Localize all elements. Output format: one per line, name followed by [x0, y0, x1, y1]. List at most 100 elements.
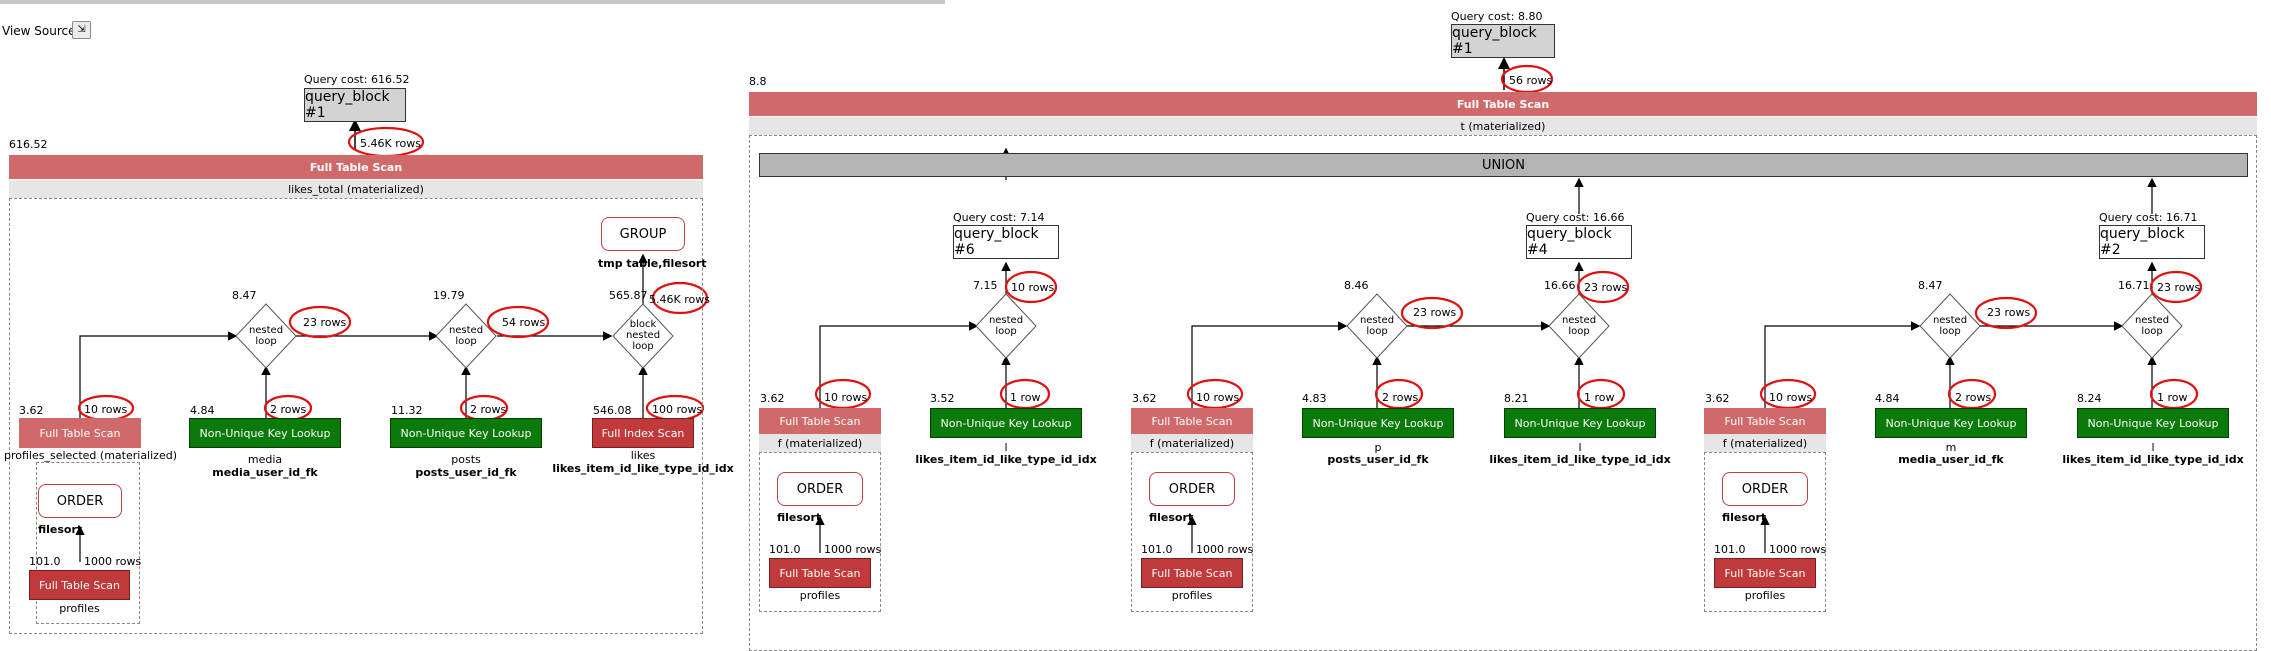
row-count: 23 rows [2157, 281, 2201, 294]
group-operation[interactable]: GROUP [601, 217, 685, 251]
table-label: p [1374, 441, 1382, 454]
row-count: 5.46K rows [360, 137, 421, 150]
union-operation[interactable]: UNION [759, 153, 2248, 177]
full-table-scan-op[interactable]: Full Table Scan [29, 570, 130, 600]
materialized-region [759, 452, 881, 612]
loop-label[interactable]: nested loop [2134, 315, 2170, 337]
row-count: 10 rows [1196, 391, 1240, 404]
materialized-table-label: f (materialized) [1704, 434, 1826, 452]
full-table-scan-op[interactable]: Full Table Scan [1141, 558, 1243, 588]
row-count: 5.46K rows [649, 293, 710, 306]
loop-label[interactable]: block nested loop [625, 319, 661, 352]
materialized-region [36, 462, 140, 624]
query-block[interactable]: query_block #6 [953, 225, 1059, 259]
loop-label[interactable]: nested loop [988, 315, 1024, 337]
driver-cost: 3.62 [760, 392, 785, 405]
table-label: likes [630, 449, 656, 462]
full-index-scan-op[interactable]: Full Index Scan [592, 418, 694, 448]
table-label: m [1945, 441, 1957, 454]
loop-label[interactable]: nested loop [1932, 315, 1968, 337]
order-operation[interactable]: ORDER [38, 484, 122, 518]
inner-cost: 101.0 [29, 555, 61, 568]
row-count: 1000 rows [1196, 543, 1254, 556]
table-label: posts [451, 453, 481, 466]
key-lookup-op[interactable]: Non-Unique Key Lookup [189, 418, 341, 448]
lookup-cost: 11.32 [391, 404, 423, 417]
query-cost: Query cost: 16.71 [2099, 211, 2198, 224]
materialized-region [1131, 452, 1253, 612]
order-sub-label: filesort [1149, 511, 1194, 524]
row-count: 10 rows [824, 391, 868, 404]
loop-label[interactable]: nested loop [248, 325, 284, 347]
block-nested-loop-diamond [612, 303, 674, 369]
full-table-scan-bar[interactable]: Full Table Scan [9, 155, 703, 179]
row-count: 1 row [1010, 391, 1041, 404]
row-count: 10 rows [1011, 281, 1055, 294]
full-table-scan-op[interactable]: Full Table Scan [1131, 408, 1253, 434]
full-table-scan-op[interactable]: Full Table Scan [759, 408, 881, 434]
query-block[interactable]: query_block #1 [304, 88, 406, 122]
arrow-icon: ⇲ [77, 24, 86, 35]
order-sub-label: filesort [38, 523, 83, 536]
materialized-table-label: f (materialized) [759, 434, 881, 452]
full-table-scan-bar[interactable]: Full Table Scan [749, 92, 2257, 116]
loop-cost: 16.71 [2118, 279, 2150, 292]
lookup-cost: 8.24 [2077, 392, 2102, 405]
inner-cost: 101.0 [1141, 543, 1173, 556]
row-count: 23 rows [1987, 306, 2031, 319]
table-label: profiles [799, 589, 841, 602]
key-lookup-op[interactable]: Non-Unique Key Lookup [1504, 408, 1656, 438]
key-label: posts_user_id_fk [1327, 453, 1429, 466]
query-block[interactable]: query_block #2 [2099, 225, 2205, 259]
loop-label[interactable]: nested loop [1561, 315, 1597, 337]
key-lookup-op[interactable]: Non-Unique Key Lookup [1875, 408, 2027, 438]
key-label: likes_item_id_like_type_id_idx [552, 462, 734, 475]
table-label: l [1004, 441, 1008, 454]
full-table-scan-op[interactable]: Full Table Scan [1714, 558, 1816, 588]
view-source-button[interactable]: ⇲ [72, 21, 91, 39]
horizontal-scrollbar[interactable] [0, 0, 945, 4]
key-lookup-op[interactable]: Non-Unique Key Lookup [2077, 408, 2229, 438]
row-count: 23 rows [1413, 306, 1457, 319]
loop-cost: 8.47 [1918, 279, 1943, 292]
key-label: posts_user_id_fk [415, 466, 517, 479]
key-lookup-op[interactable]: Non-Unique Key Lookup [390, 418, 542, 448]
key-lookup-op[interactable]: Non-Unique Key Lookup [930, 408, 1082, 438]
key-label: likes_item_id_like_type_id_idx [915, 453, 1097, 466]
table-label: profiles [59, 602, 100, 615]
row-count: 2 rows [270, 403, 307, 416]
query-block[interactable]: query_block #1 [1451, 24, 1555, 58]
loop-label[interactable]: nested loop [1359, 315, 1395, 337]
query-block[interactable]: query_block #4 [1526, 225, 1632, 259]
loop-cost: 8.46 [1344, 279, 1369, 292]
lookup-cost: 4.84 [1875, 392, 1900, 405]
table-label: profiles [1171, 589, 1213, 602]
row-count: 1 row [1584, 391, 1615, 404]
order-operation[interactable]: ORDER [1149, 472, 1235, 506]
view-source-label: View Source: [2, 24, 80, 38]
full-table-scan-op[interactable]: Full Table Scan [1704, 408, 1826, 434]
row-count: 2 rows [1955, 391, 1992, 404]
order-operation[interactable]: ORDER [1722, 472, 1808, 506]
materialized-table-label: f (materialized) [1131, 434, 1253, 452]
row-count: 2 rows [1382, 391, 1419, 404]
row-count: 54 rows [502, 316, 546, 329]
loop-cost: 16.66 [1544, 279, 1576, 292]
lookup-cost: 546.08 [593, 404, 632, 417]
materialized-region [1704, 452, 1826, 612]
full-table-scan-op[interactable]: Full Table Scan [769, 558, 871, 588]
table-label: profiles [1744, 589, 1786, 602]
loop-cost: 565.87 [609, 289, 648, 302]
query-cost: Query cost: 616.52 [304, 73, 410, 86]
order-operation[interactable]: ORDER [777, 472, 863, 506]
query-cost: Query cost: 7.14 [953, 211, 1045, 224]
order-sub-label: filesort [777, 511, 822, 524]
full-table-scan-op[interactable]: Full Table Scan [19, 418, 141, 448]
group-sub-label: tmp table,filesort [598, 257, 707, 270]
loop-label[interactable]: nested loop [448, 325, 484, 347]
materialized-table-label: likes_total (materialized) [9, 180, 703, 198]
key-lookup-op[interactable]: Non-Unique Key Lookup [1302, 408, 1454, 438]
inner-cost: 101.0 [769, 543, 801, 556]
row-count: 23 rows [303, 316, 347, 329]
